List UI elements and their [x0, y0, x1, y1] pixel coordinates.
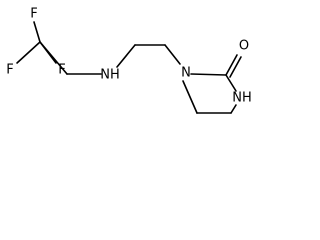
atom-f-top: F [30, 7, 37, 22]
bond-cf3-ch2 [39, 41, 68, 75]
bonds [16, 21, 242, 114]
bond-cf3-f-left [16, 41, 41, 64]
atom-ring-nh: NH [232, 91, 252, 106]
bond-cf3-f-top [33, 21, 41, 43]
atom-f-left: F [6, 63, 13, 78]
bond-nh-carbonyl [225, 74, 237, 92]
bond-c5-nh [230, 104, 237, 114]
bond-carbonyl-o-1 [225, 54, 238, 76]
bond-nh-ch2 [116, 44, 136, 68]
atom-oxygen: O [239, 39, 249, 54]
bond-nring-c4 [182, 80, 198, 114]
atom-amine-nh: NH [100, 68, 120, 83]
bond-carbonyl-o-2 [229, 56, 242, 78]
bond-nring-carbonyl [190, 73, 227, 76]
atom-ring-n: N [181, 66, 191, 81]
bond-ch2-nring [164, 44, 181, 65]
atom-f-right: F [58, 63, 65, 78]
structural-formula: F F F NH N O NH [6, 7, 252, 114]
atom-labels: F F F NH N O NH [6, 7, 251, 106]
